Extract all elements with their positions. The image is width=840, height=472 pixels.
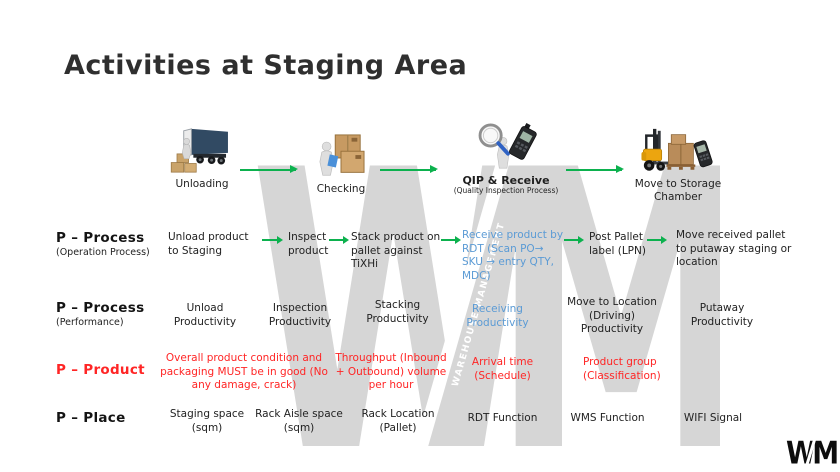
row-label-performance-sub: (Performance) [56,317,124,328]
cell-place-wms: WMS Function [570,412,645,424]
wm-logo: WM [786,437,839,470]
magnifier-rdt-illustration [478,123,537,169]
cell-place-wifi: WIFI Signal [683,412,743,424]
cell-operation-stack: Stack product on pallet against TiXHi [351,231,441,271]
process-arrow-3 [441,236,461,244]
watermark-slash [408,142,515,472]
cell-operation-post-label: Post Pallet label (LPN) [589,231,646,257]
row-label-performance-main: P – Process [56,300,145,316]
process-arrow-4 [564,236,584,244]
row-label-product: P – Product [56,362,145,378]
cell-place-rdt: RDT Function [467,412,538,424]
stage-checking: Checking [300,133,382,196]
cell-performance-inspection: Inspection Productivity [268,302,332,328]
cell-performance-receiving: Receiving Productivity [466,303,529,329]
cell-product-group: Product group (Classification) [583,356,661,382]
process-arrow-1 [262,236,283,244]
row-label-operation: P – Process (Operation Process) [56,230,150,258]
truck-unloading-illustration [170,128,228,173]
stage-label-unloading: Unloading [175,178,229,190]
slide-title: Activities at Staging Area [64,50,468,81]
cell-operation-move: Move received pallet to putaway staging … [676,229,792,269]
cell-operation-inspect: Inspect product [288,231,329,257]
cell-product-arrival: Arrival time (Schedule) [471,356,534,382]
row-label-product-main: P – Product [56,362,145,378]
cell-place-rack-aisle: Rack Aisle space (sqm) [255,408,343,434]
cell-operation-unload: Unload product to Staging [168,231,249,257]
cell-performance-stacking: Stacking Productivity [366,299,429,325]
row-label-operation-sub: (Operation Process) [56,247,150,258]
cell-performance-putaway: Putaway Productivity [690,302,754,328]
cell-place-rack-location: Rack Location (Pallet) [361,408,435,434]
stage-label-qip: QIP & Receive [462,174,550,187]
row-label-operation-main: P – Process [56,230,145,246]
stage-sublabel-qip: (Quality Inspection Process) [453,186,559,196]
box-checking-illustration [319,134,365,176]
row-label-place: P – Place [56,410,126,426]
stage-unloading: Unloading [156,126,248,191]
row-label-place-main: P – Place [56,410,126,426]
process-arrow-5 [647,236,667,244]
stage-label-move-to-storage: Move to Storage Chamber [634,178,722,203]
cell-product-condition: Overall product condition and packaging … [160,352,328,392]
stage-move-to-storage: Move to Storage Chamber [628,126,728,203]
stage-label-checking: Checking [316,183,366,195]
cell-operation-receive: Receive product by RDT (Scan PO→ SKU → e… [462,229,564,282]
row-label-performance: P – Process (Performance) [56,300,144,328]
cell-product-throughput: Throughput (Inbound + Outbound) volume p… [335,352,447,392]
cell-place-staging: Staging space (sqm) [169,408,245,434]
stage-qip-receive: QIP & Receive (Quality Inspection Proces… [448,122,564,195]
flow-arrow-2 [380,164,438,175]
process-arrow-2 [329,236,349,244]
flow-arrow-1 [240,164,298,175]
cell-performance-unload: Unload Productivity [173,302,237,328]
flow-arrow-3 [566,164,624,175]
forklift-pallet-illustration [641,128,713,171]
cell-performance-move-location: Move to Location (Driving) Productivity [567,296,657,336]
